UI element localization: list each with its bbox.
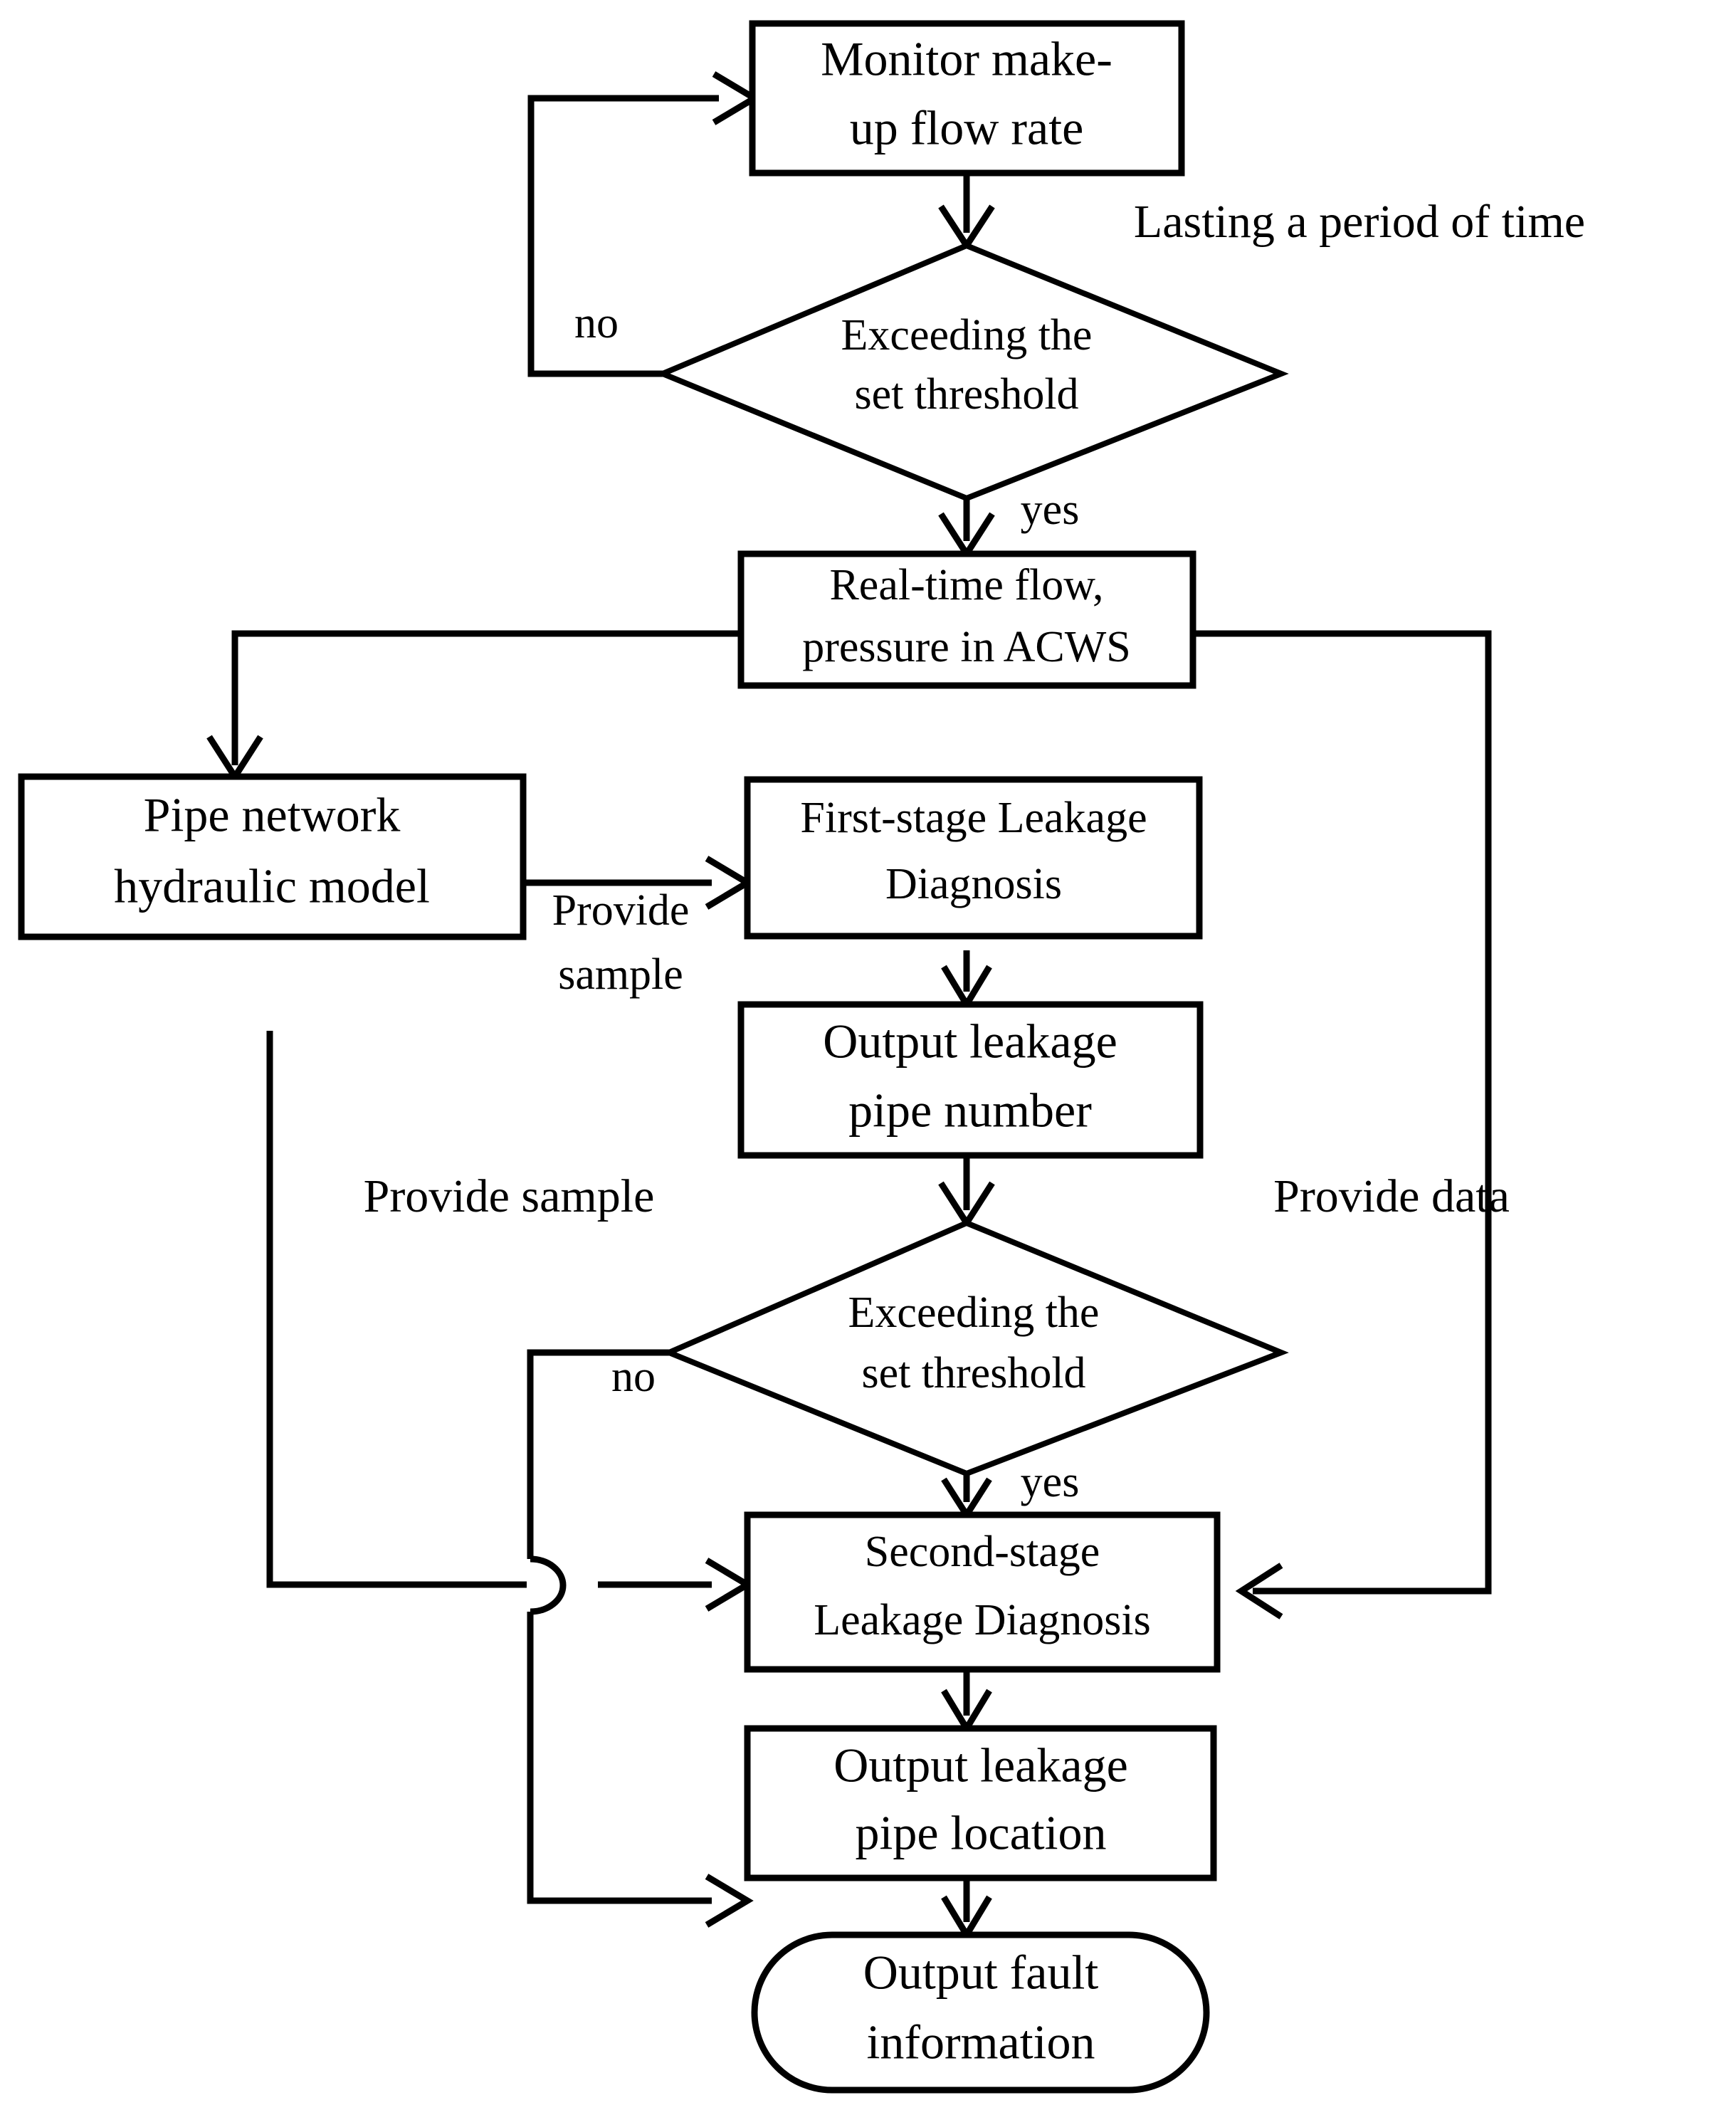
node-outnumber-line1: Output leakage <box>823 1014 1117 1069</box>
node-outnumber-line2: pipe number <box>848 1083 1092 1138</box>
edge-label-provide-sample-right-line1: Provide <box>552 886 690 935</box>
connector-pipemodel-to-secondstage <box>266 1031 754 1612</box>
node-decision2-line1: Exceeding the <box>848 1288 1100 1337</box>
edge-label-no-bottom: no <box>611 1353 656 1401</box>
connector-realtime-to-pipemodel <box>206 630 741 783</box>
connector-secondstage-to-outlocation <box>941 1669 992 1735</box>
edge-label-yes-bottom: yes <box>1021 1458 1080 1506</box>
connector-decision2-no-to-outfault <box>527 1349 754 1928</box>
node-outlocation-line2: pipe location <box>855 1806 1106 1860</box>
node-monitor-line2: up flow rate <box>850 101 1084 155</box>
node-pipe-network-hydraulic-model[interactable]: Pipe network hydraulic model <box>18 773 527 940</box>
node-realtime-line2: pressure in ACWS <box>802 623 1131 671</box>
node-monitor-makeup-flow-rate[interactable]: Monitor make- up flow rate <box>749 20 1185 177</box>
node-output-fault-information[interactable]: Output fault information <box>751 1931 1210 2094</box>
edge-label-no-top: no <box>574 299 619 347</box>
node-decision-exceeding-threshold-1[interactable]: Exceeding the set threshold <box>655 242 1289 502</box>
node-second-stage-leakage-diagnosis[interactable]: Second-stage Leakage Diagnosis <box>744 1511 1221 1673</box>
node-monitor-line1: Monitor make- <box>821 32 1112 86</box>
edge-label-lasting-a-period-of-time: Lasting a period of time <box>1134 196 1585 248</box>
node-outfault-line1: Output fault <box>863 1946 1099 2000</box>
edge-label-yes-top: yes <box>1021 485 1080 534</box>
node-decision1-line1: Exceeding the <box>841 311 1093 359</box>
edge-label-provide-data: Provide data <box>1273 1170 1510 1222</box>
node-realtime-flow-pressure[interactable]: Real-time flow, pressure in ACWS <box>737 550 1196 689</box>
connector-firststage-to-outnumber <box>941 950 992 1011</box>
node-first-stage-leakage-diagnosis[interactable]: First-stage Leakage Diagnosis <box>744 776 1203 940</box>
node-decision2-line2: set threshold <box>861 1349 1085 1397</box>
connector-monitor-to-decision1 <box>938 173 995 252</box>
edge-label-provide-sample-right-line2: sample <box>558 950 683 999</box>
connector-realtime-to-secondstage <box>1193 630 1492 1620</box>
node-firststage-line2: Diagnosis <box>885 860 1062 908</box>
node-output-leakage-pipe-number[interactable]: Output leakage pipe number <box>737 1001 1204 1159</box>
connector-outlocation-to-outfault <box>941 1878 992 1941</box>
node-secondstage-line1: Second-stage <box>865 1528 1100 1576</box>
node-output-leakage-pipe-location[interactable]: Output leakage pipe location <box>744 1725 1217 1881</box>
node-outfault-line2: information <box>866 2015 1095 2069</box>
connector-outnumber-to-decision2 <box>938 1155 995 1229</box>
connector-decision1-no-loop <box>527 71 761 377</box>
node-realtime-line1: Real-time flow, <box>829 561 1103 609</box>
node-pipemodel-line1: Pipe network <box>144 788 401 842</box>
node-pipemodel-line2: hydraulic model <box>114 859 430 913</box>
node-firststage-line1: First-stage Leakage <box>800 794 1147 842</box>
edge-label-provide-sample-left: Provide sample <box>364 1170 655 1222</box>
node-decision1-line2: set threshold <box>854 370 1078 419</box>
node-outlocation-line1: Output leakage <box>833 1738 1128 1792</box>
node-secondstage-line2: Leakage Diagnosis <box>814 1596 1150 1644</box>
node-decision-exceeding-threshold-2[interactable]: Exceeding the set threshold <box>661 1219 1289 1477</box>
